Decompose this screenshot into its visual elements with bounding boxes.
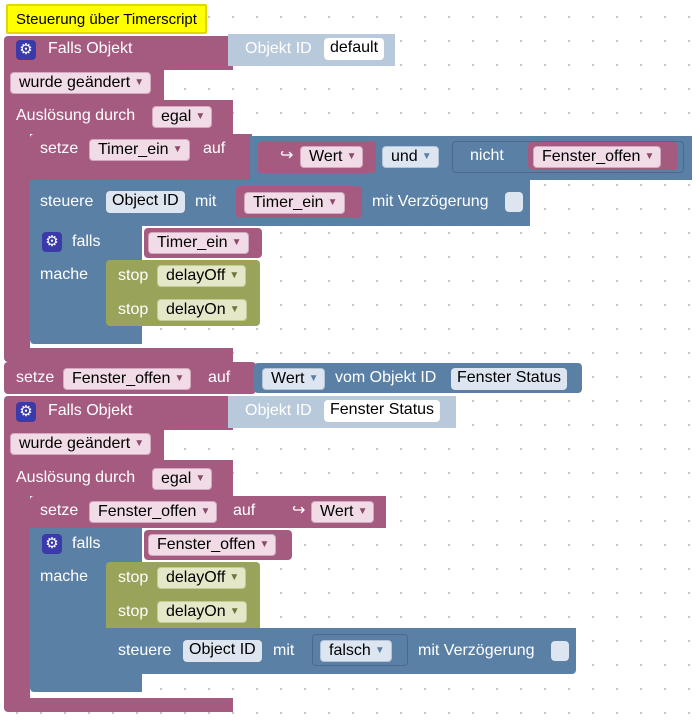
stop-label: stop bbox=[118, 267, 149, 284]
falls-label: falls bbox=[72, 233, 101, 250]
objekt-id-label: Objekt ID bbox=[245, 40, 312, 57]
triangle-down-icon: ▼ bbox=[259, 539, 270, 550]
return-arrow-icon: ↪ bbox=[292, 502, 306, 519]
triangle-down-icon: ▼ bbox=[229, 270, 240, 281]
mit-label: mit bbox=[273, 642, 295, 659]
triangle-down-icon: ▼ bbox=[195, 111, 206, 122]
falls-var-dropdown[interactable]: Fenster_offen▼ bbox=[148, 534, 277, 556]
falls-objekt-label: Falls Objekt bbox=[48, 402, 133, 419]
mache-label: mache bbox=[40, 266, 89, 283]
mit-verzoegerung-label: mit Verzögerung bbox=[418, 642, 535, 659]
event-block-spine bbox=[4, 134, 30, 352]
event-block-footer bbox=[4, 348, 233, 362]
mit-label: mit bbox=[195, 193, 217, 210]
trigger-dropdown[interactable]: wurde geändert▼ bbox=[10, 433, 152, 455]
triangle-down-icon: ▼ bbox=[229, 304, 240, 315]
setze-label: setze bbox=[40, 502, 79, 519]
triangle-down-icon: ▼ bbox=[357, 506, 368, 517]
gear-icon[interactable]: ⚙ bbox=[42, 232, 62, 252]
triangle-down-icon: ▼ bbox=[308, 373, 319, 384]
ausloesung-dropdown[interactable]: egal▼ bbox=[152, 468, 213, 490]
wert-dropdown[interactable]: Wert▼ bbox=[311, 501, 375, 523]
verzoegerung-checkbox[interactable] bbox=[505, 192, 523, 212]
setze-var-dropdown[interactable]: Fenster_offen▼ bbox=[89, 501, 218, 523]
objekt-id-label: Objekt ID bbox=[245, 402, 312, 419]
comment-label[interactable]: Steuerung über Timerscript bbox=[6, 4, 207, 34]
wert-dropdown[interactable]: Wert▼ bbox=[300, 146, 364, 168]
event-block-header[interactable] bbox=[4, 396, 233, 430]
triangle-down-icon: ▼ bbox=[229, 572, 240, 583]
und-dropdown[interactable]: und▼ bbox=[382, 146, 439, 168]
delayoff-dropdown[interactable]: delayOff▼ bbox=[157, 265, 247, 287]
trigger-dropdown[interactable]: wurde geändert▼ bbox=[10, 72, 152, 94]
falsch-dropdown[interactable]: falsch▼ bbox=[320, 640, 392, 662]
triangle-down-icon: ▼ bbox=[231, 237, 242, 248]
nicht-label: nicht bbox=[470, 147, 504, 164]
triangle-down-icon: ▼ bbox=[421, 151, 432, 162]
triangle-down-icon: ▼ bbox=[644, 151, 655, 162]
triangle-down-icon: ▼ bbox=[134, 77, 145, 88]
triangle-down-icon: ▼ bbox=[374, 645, 385, 656]
ausloesung-dropdown[interactable]: egal▼ bbox=[152, 106, 213, 128]
event-block-header[interactable] bbox=[4, 36, 233, 70]
return-arrow-icon: ↪ bbox=[280, 147, 294, 164]
stop-label: stop bbox=[118, 301, 149, 318]
triangle-down-icon: ▼ bbox=[229, 606, 240, 617]
wert-dropdown[interactable]: Wert▼ bbox=[262, 368, 326, 390]
vom-objekt-label: vom Objekt ID bbox=[335, 369, 437, 386]
auf-label: auf bbox=[233, 502, 256, 519]
ausloesung-label: Auslösung durch bbox=[16, 107, 136, 124]
auf-label: auf bbox=[203, 140, 226, 157]
gear-icon[interactable]: ⚙ bbox=[16, 402, 36, 422]
falls-var-dropdown[interactable]: Timer_ein▼ bbox=[148, 232, 249, 254]
triangle-down-icon: ▼ bbox=[195, 473, 206, 484]
falls-label: falls bbox=[72, 535, 101, 552]
triangle-down-icon: ▼ bbox=[172, 144, 183, 155]
mache-label: mache bbox=[40, 568, 89, 585]
objekt-id-value[interactable]: default bbox=[324, 38, 385, 60]
steuere-label: steuere bbox=[118, 642, 172, 659]
falls-objekt-label: Falls Objekt bbox=[48, 40, 133, 57]
objekt-id-value[interactable]: Fenster Status bbox=[324, 400, 441, 422]
triangle-down-icon: ▼ bbox=[346, 151, 357, 162]
gear-icon[interactable]: ⚙ bbox=[42, 534, 62, 554]
fenster-var-dropdown[interactable]: Fenster_offen▼ bbox=[533, 146, 662, 168]
mit-verzoegerung-label: mit Verzögerung bbox=[372, 193, 489, 210]
event-block-spine bbox=[4, 496, 30, 702]
delayoff-dropdown[interactable]: delayOff▼ bbox=[157, 567, 247, 589]
ausloesung-label: Auslösung durch bbox=[16, 469, 136, 486]
setze-var-dropdown[interactable]: Timer_ein▼ bbox=[89, 139, 190, 161]
setze-label: setze bbox=[16, 369, 55, 386]
delayon-dropdown[interactable]: delayOn▼ bbox=[157, 601, 247, 623]
steuere-value-dropdown[interactable]: Timer_ein▼ bbox=[244, 192, 345, 214]
gear-icon[interactable]: ⚙ bbox=[16, 40, 36, 60]
setze-fenster-var-dropdown[interactable]: Fenster_offen▼ bbox=[63, 368, 192, 390]
fenster-status-field[interactable]: Fenster Status bbox=[451, 368, 568, 390]
triangle-down-icon: ▼ bbox=[200, 506, 211, 517]
triangle-down-icon: ▼ bbox=[327, 197, 338, 208]
verzoegerung-checkbox[interactable] bbox=[551, 641, 569, 661]
delayon-dropdown[interactable]: delayOn▼ bbox=[157, 299, 247, 321]
setze-label: setze bbox=[40, 140, 79, 157]
object-id-field[interactable]: Object ID bbox=[183, 640, 262, 662]
stop-label: stop bbox=[118, 569, 149, 586]
triangle-down-icon: ▼ bbox=[134, 438, 145, 449]
steuere-label: steuere bbox=[40, 193, 94, 210]
triangle-down-icon: ▼ bbox=[174, 373, 185, 384]
event-block-footer bbox=[4, 698, 233, 712]
auf-label: auf bbox=[208, 369, 231, 386]
object-id-field[interactable]: Object ID bbox=[106, 191, 185, 213]
stop-label: stop bbox=[118, 603, 149, 620]
